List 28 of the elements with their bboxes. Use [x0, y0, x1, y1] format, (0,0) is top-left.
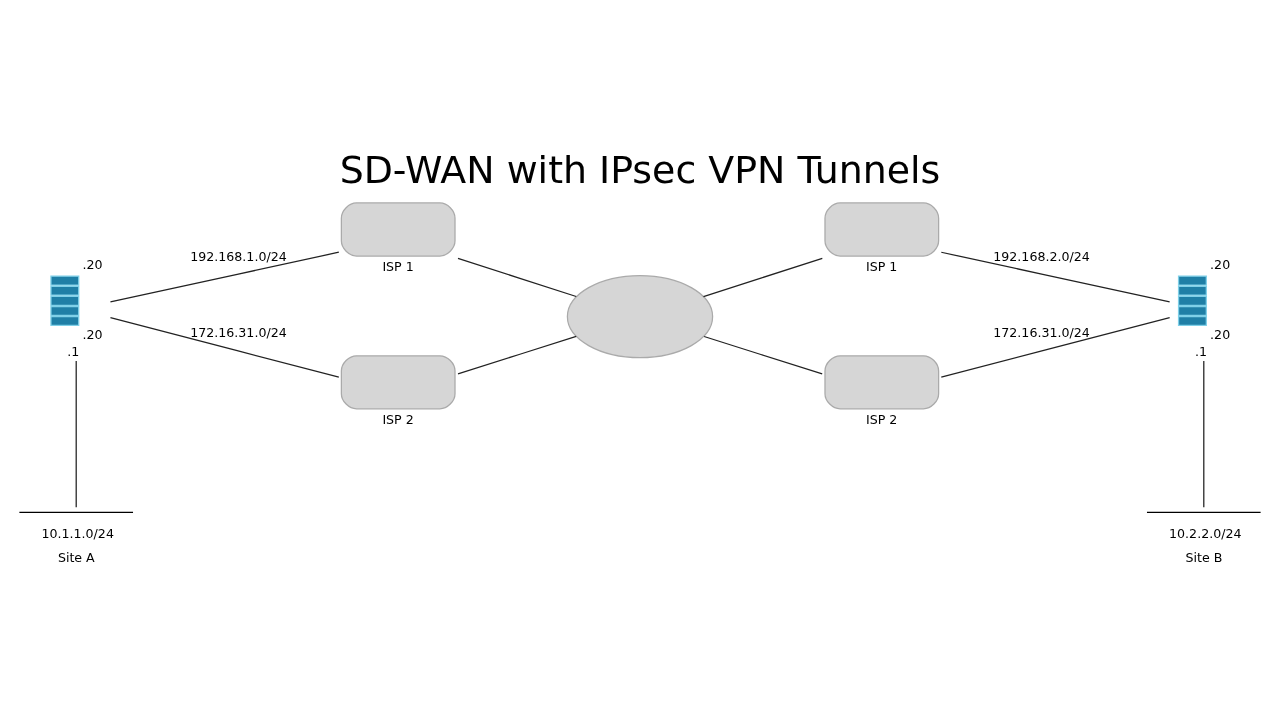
node-label: .1: [67, 343, 80, 359]
connector: [109, 316, 340, 378]
node-label: .20: [1210, 326, 1231, 342]
node-label: .20: [1210, 256, 1231, 272]
node-label: ISP 2: [866, 411, 898, 427]
node-label: ISP 2: [382, 411, 414, 427]
connector: [940, 316, 1171, 378]
edge-label: 192.168.1.0/24: [190, 248, 287, 264]
connector: [1203, 359, 1205, 508]
node-label: ISP 1: [866, 258, 898, 274]
node-label: .20: [82, 326, 103, 342]
edge-label: 172.16.31.0/24: [190, 324, 287, 340]
node-text: 10.1.1.0/24 Site A: [41, 525, 114, 565]
node-label: .20: [82, 256, 103, 272]
connector: [109, 251, 340, 302]
node-label: ISP 1: [382, 258, 414, 274]
connector: [702, 257, 823, 297]
edge-label: 172.16.31.0/24: [993, 324, 1090, 340]
connector: [457, 257, 577, 297]
diagram-title: SD-WAN with IPsec VPN Tunnels: [339, 147, 941, 192]
connector: [75, 359, 77, 508]
node-text: 10.2.2.0/24 Site B: [1169, 525, 1242, 565]
edge-label: 192.168.2.0/24: [993, 248, 1090, 264]
connector: [703, 335, 823, 375]
connector: [940, 251, 1171, 303]
connector: [457, 335, 577, 374]
node-label: .1: [1194, 343, 1207, 359]
node-cloud: [566, 274, 714, 358]
